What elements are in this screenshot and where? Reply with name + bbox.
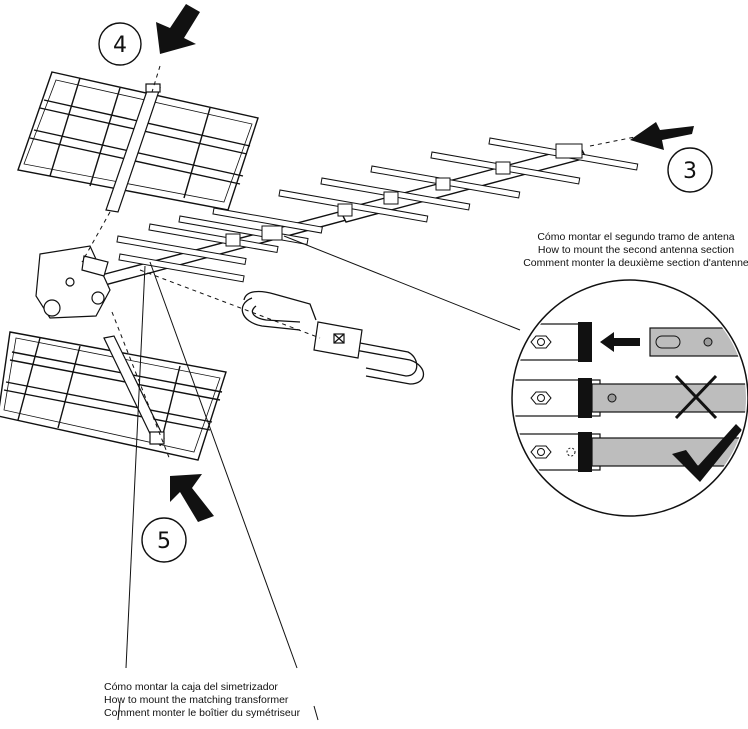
step-5-label: 5 (157, 529, 171, 554)
caption-transformer-es: Cómo montar la caja del simetrizador (104, 681, 278, 693)
check-mark-icon (672, 424, 742, 482)
hex-nut-icon (530, 391, 552, 405)
step-4-label: 4 (113, 33, 127, 58)
up-arrow-icon (170, 474, 214, 522)
insert-arrow-icon (600, 332, 640, 352)
hex-nut-icon (530, 335, 552, 349)
detail-row-correct (514, 424, 746, 482)
step-3-marker: 3 (667, 147, 713, 193)
leader-lines (117, 235, 521, 721)
mast-clamp (35, 245, 111, 319)
matching-transformer-box (313, 321, 363, 359)
hex-nut-icon (530, 445, 552, 459)
left-arrow-icon (630, 122, 694, 150)
caption-second-section-fr: Comment monter la deuxième section d'ant… (523, 257, 748, 269)
caption-second-section-es: Cómo montar el segundo tramo de antena (537, 231, 734, 243)
down-arrow-icon (156, 4, 200, 54)
caption-transformer-fr: Comment monter le boîtier du symétriseur (104, 707, 301, 719)
step-5-marker: 5 (141, 517, 187, 563)
detail-row-wrong (514, 374, 746, 420)
folded-dipole (241, 290, 425, 385)
caption-second-section-en: How to mount the second antenna section (538, 244, 734, 256)
caption-matching-transformer: Cómo montar la caja del simetrizador How… (104, 681, 301, 719)
bottom-mast-rod (103, 335, 165, 445)
bottom-reflector-panel (0, 331, 227, 461)
director-clips (225, 143, 583, 247)
detail-inset (511, 279, 748, 517)
step-4-marker: 4 (98, 22, 142, 66)
top-mast-rod (105, 83, 161, 213)
caption-second-section: Cómo montar el segundo tramo de antena H… (523, 231, 748, 269)
cross-mark-icon (674, 374, 718, 420)
step-3-label: 3 (683, 159, 697, 184)
caption-transformer-en: How to mount the matching transformer (104, 694, 289, 706)
